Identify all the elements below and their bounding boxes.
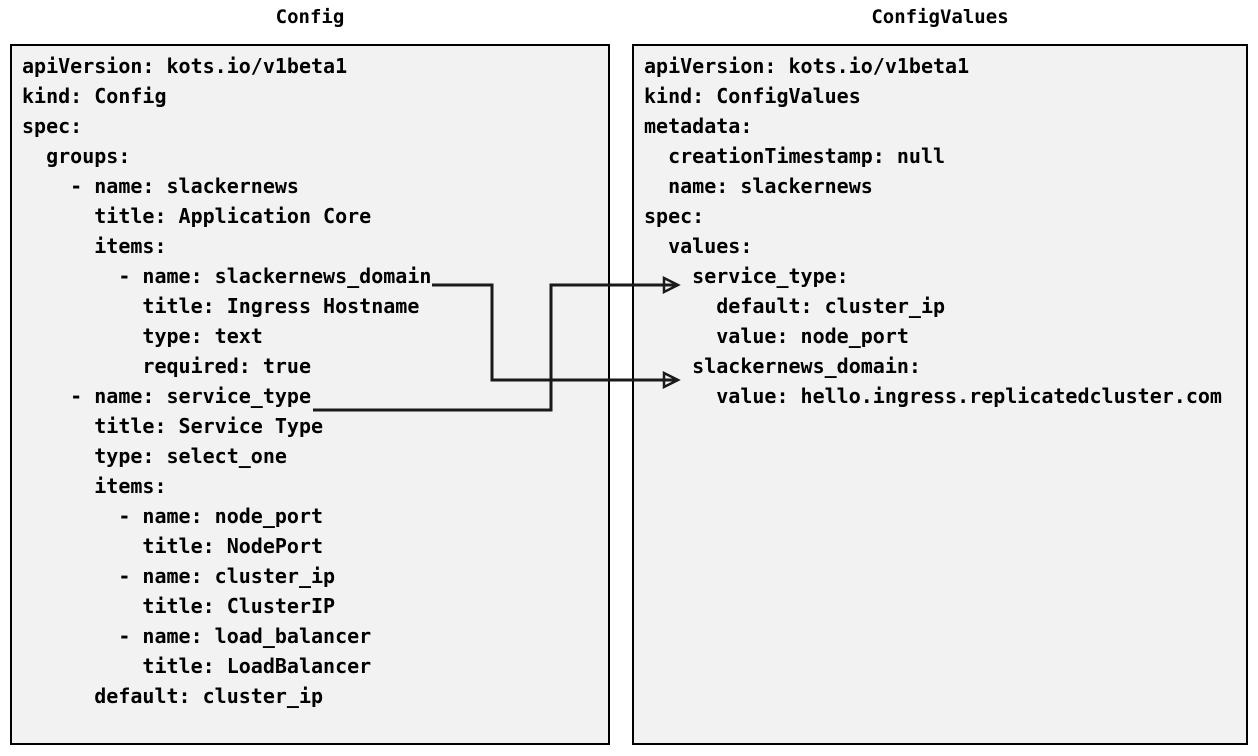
configvalues-panel-title: ConfigValues bbox=[871, 6, 1009, 28]
configvalues-yaml-text: apiVersion: kots.io/v1beta1 kind: Config… bbox=[644, 54, 1222, 408]
config-yaml-text: apiVersion: kots.io/v1beta1 kind: Config… bbox=[22, 54, 432, 708]
configvalues-yaml-panel: apiVersion: kots.io/v1beta1 kind: Config… bbox=[632, 44, 1248, 745]
config-panel-title: Config bbox=[275, 6, 345, 28]
config-yaml-panel: apiVersion: kots.io/v1beta1 kind: Config… bbox=[10, 44, 610, 745]
